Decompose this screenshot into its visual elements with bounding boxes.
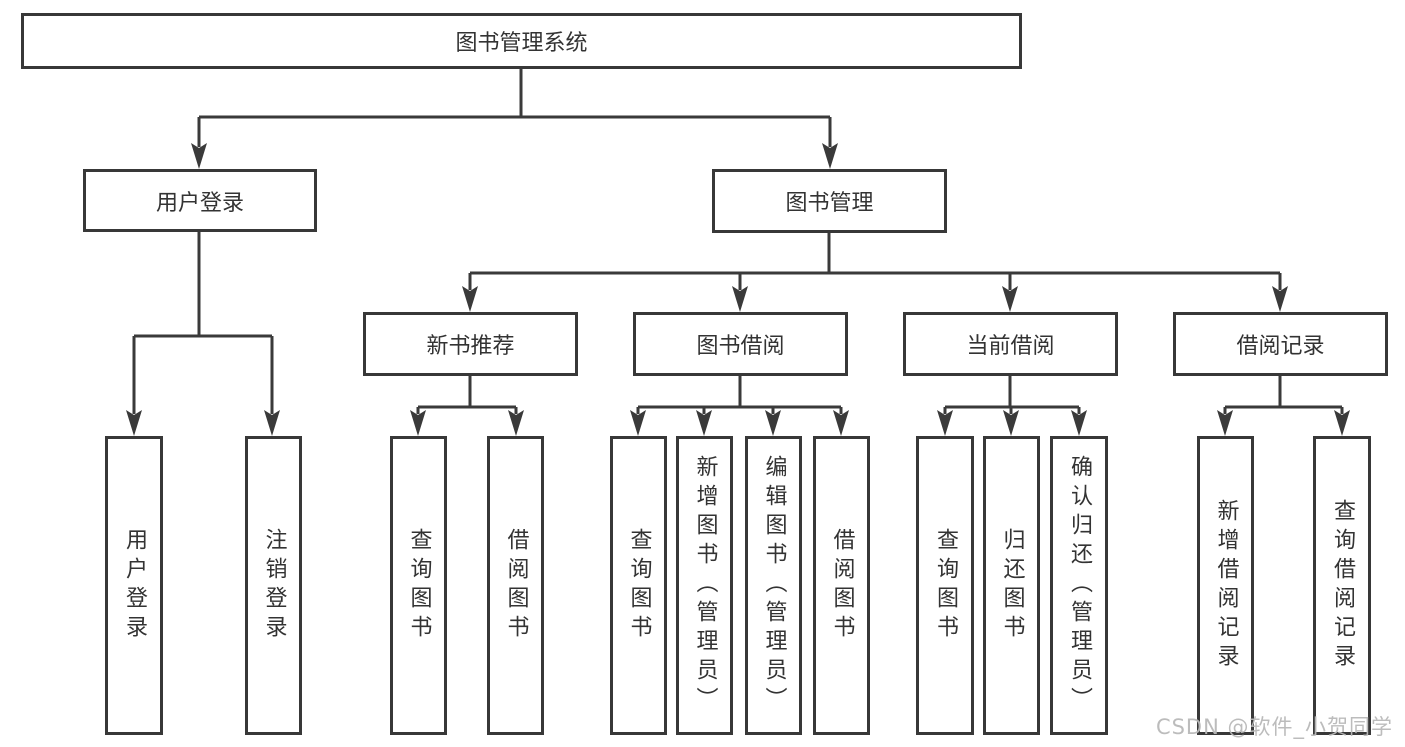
arrowhead-icon — [264, 410, 280, 436]
node-borrowing-records: 借阅记录 — [1173, 312, 1388, 376]
node-user-login: 用户登录 — [83, 169, 317, 232]
arrowhead-icon — [410, 410, 426, 436]
node-new-book-recommend: 新书推荐 — [363, 312, 578, 376]
node-book-management: 图书管理 — [712, 169, 947, 233]
leaf-add-borrow-record: 新增借阅记录 — [1197, 436, 1254, 735]
arrowhead-icon — [696, 410, 712, 436]
arrowhead-icon — [822, 143, 838, 169]
arrowhead-icon — [1071, 410, 1087, 436]
leaf-edit-book-admin: 编辑图书（管理员） — [745, 436, 802, 735]
arrowhead-icon — [937, 410, 953, 436]
leaf-logout: 注销登录 — [245, 436, 302, 735]
arrowhead-icon — [765, 410, 781, 436]
leaf-return-books: 归还图书 — [983, 436, 1040, 735]
leaf-query-books-borrow: 查询图书 — [610, 436, 667, 735]
arrowhead-icon — [833, 410, 849, 436]
node-root-library-management-system: 图书管理系统 — [21, 13, 1022, 69]
arrowhead-icon — [508, 410, 524, 436]
arrowhead-icon — [732, 286, 748, 312]
leaf-borrow-books-recommend: 借阅图书 — [487, 436, 544, 735]
csdn-watermark: CSDN @软件_小贺同学 — [1155, 715, 1393, 739]
arrowhead-icon — [1334, 410, 1350, 436]
node-book-borrowing: 图书借阅 — [633, 312, 848, 376]
leaf-confirm-return-admin: 确认归还（管理员） — [1050, 436, 1108, 735]
arrowhead-icon — [630, 410, 646, 436]
node-current-borrowing: 当前借阅 — [903, 312, 1118, 376]
arrowhead-icon — [1003, 410, 1019, 436]
leaf-add-book-admin: 新增图书（管理员） — [676, 436, 733, 735]
leaf-query-books-recommend: 查询图书 — [390, 436, 447, 735]
leaf-query-borrow-record: 查询借阅记录 — [1313, 436, 1371, 735]
arrowhead-icon — [1217, 410, 1233, 436]
arrowhead-icon — [126, 410, 142, 436]
arrowhead-icon — [462, 286, 478, 312]
leaf-borrow-books: 借阅图书 — [813, 436, 870, 735]
arrowhead-icon — [1002, 286, 1018, 312]
arrowhead-icon — [191, 143, 207, 169]
leaf-query-books-current: 查询图书 — [916, 436, 974, 735]
leaf-user-login: 用户登录 — [105, 436, 163, 735]
arrowhead-icon — [1272, 286, 1288, 312]
connector-lines — [132, 68, 1344, 414]
arrowheads — [126, 143, 1350, 436]
